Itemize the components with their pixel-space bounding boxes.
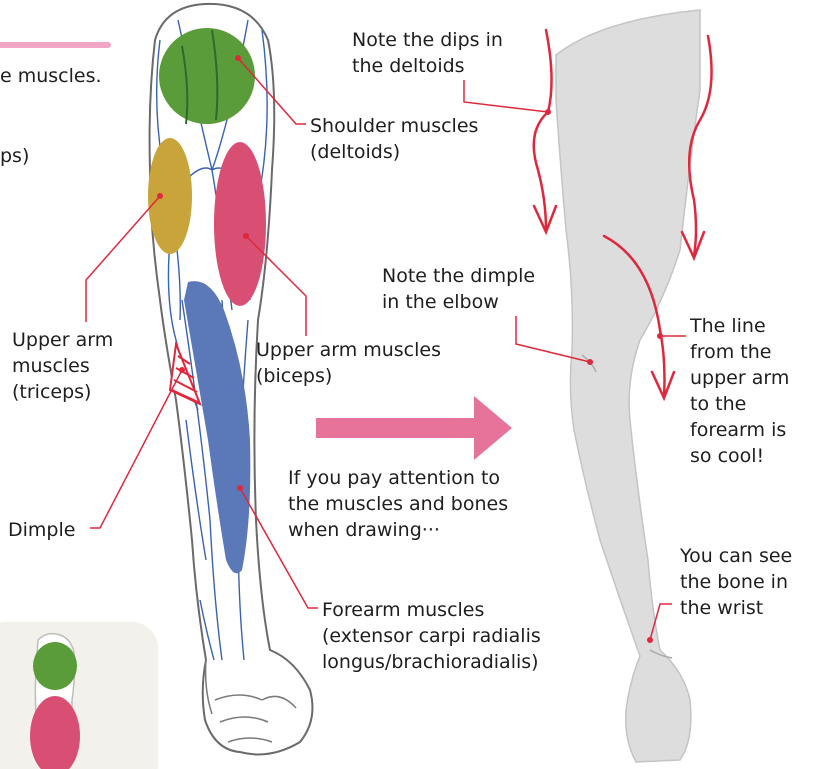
label-biceps: Upper arm muscles (biceps) [256, 339, 441, 387]
svg-text:Shoulder muscles: Shoulder muscles [310, 115, 478, 137]
svg-text:Note the dips in: Note the dips in [352, 29, 503, 51]
svg-text:when drawing···: when drawing··· [288, 519, 440, 541]
svg-text:in the elbow: in the elbow [382, 291, 499, 313]
svg-text:the wrist: the wrist [680, 597, 763, 619]
svg-text:the deltoids: the deltoids [352, 55, 465, 77]
label-elbow-dimple: Note the dimple in the elbow [382, 265, 535, 313]
triceps-shape [148, 138, 192, 254]
svg-text:so cool!: so cool! [690, 445, 764, 467]
svg-text:(biceps): (biceps) [256, 365, 332, 387]
triceps-leader [86, 196, 160, 322]
svg-text:Forearm muscles: Forearm muscles [322, 599, 484, 621]
svg-text:upper arm: upper arm [690, 367, 789, 389]
svg-text:(triceps): (triceps) [12, 381, 91, 403]
label-line-note: The line from the upper arm to the forea… [689, 315, 789, 467]
inset-deltoid-shape [33, 642, 77, 690]
dips-leader [464, 80, 548, 112]
svg-text:(extensor carpi radialis: (extensor carpi radialis [322, 625, 541, 647]
svg-text:Note the dimple: Note the dimple [382, 265, 535, 287]
label-wrist: You can see the bone in the wrist [679, 545, 792, 619]
biceps-shape [214, 142, 266, 306]
svg-text:Upper arm muscles: Upper arm muscles [256, 339, 441, 361]
svg-text:the bone in: the bone in [680, 571, 788, 593]
label-shoulder: Shoulder muscles (deltoids) [310, 115, 478, 163]
svg-text:the muscles and bones: the muscles and bones [288, 493, 508, 515]
dimple-leader [90, 370, 182, 528]
svg-text:forearm is: forearm is [690, 419, 786, 441]
inset-panel [0, 622, 158, 769]
svg-text:You can see: You can see [679, 545, 792, 567]
transform-arrow [316, 396, 512, 460]
ps-partial-text: ps) [0, 145, 29, 167]
svg-text:Upper arm: Upper arm [12, 329, 113, 351]
label-triceps: Upper arm muscles (triceps) [12, 329, 113, 403]
silhouette-arm [556, 10, 700, 762]
svg-text:longus/brachioradialis): longus/brachioradialis) [322, 651, 539, 673]
svg-text:from the: from the [690, 341, 771, 363]
muscles-partial-text: e muscles. [0, 65, 102, 87]
deltoid-shape [159, 28, 255, 124]
svg-text:to the: to the [690, 393, 746, 415]
label-forearm: Forearm muscles (extensor carpi radialis… [322, 599, 541, 673]
svg-text:(deltoids): (deltoids) [310, 141, 400, 163]
label-dips: Note the dips in the deltoids [352, 29, 503, 77]
svg-text:muscles: muscles [12, 355, 90, 377]
label-dimple: Dimple [8, 519, 75, 541]
svg-text:If you pay attention to: If you pay attention to [288, 467, 500, 489]
svg-text:The line: The line [689, 315, 766, 337]
label-attention: If you pay attention to the muscles and … [288, 467, 508, 541]
